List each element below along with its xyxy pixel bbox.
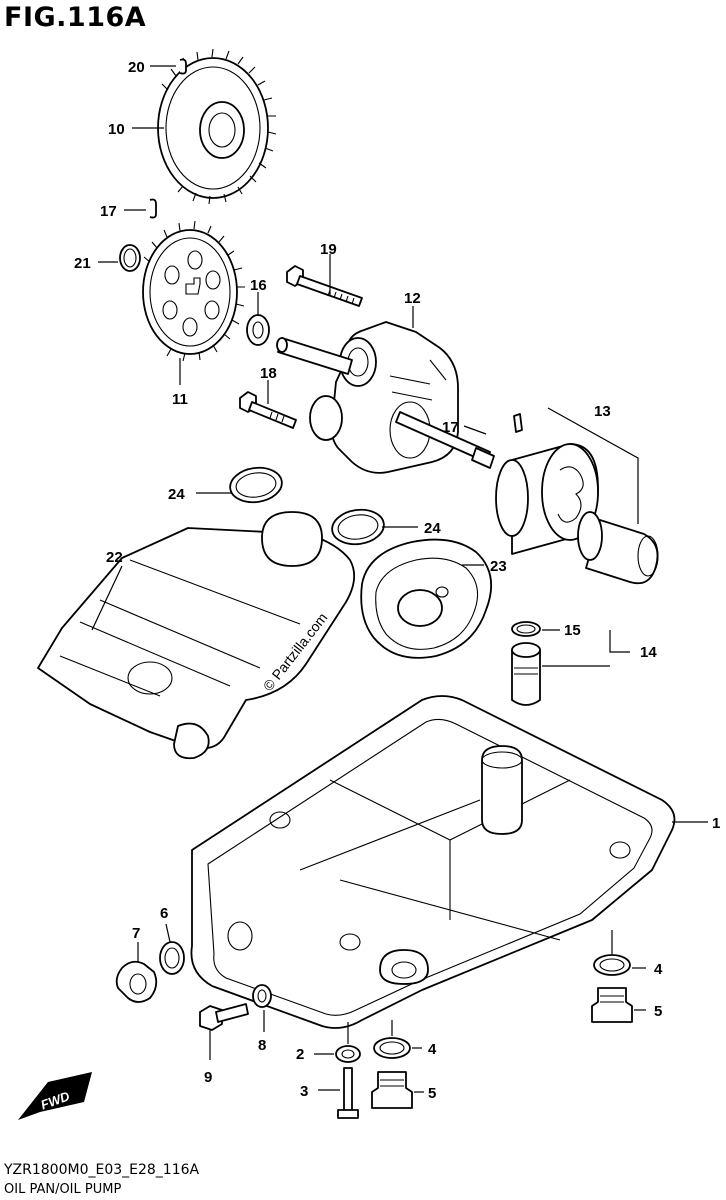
pin-part-20[interactable]: [179, 58, 187, 75]
o-ring-part-24-lower[interactable]: [330, 507, 386, 548]
callout: 4: [654, 961, 663, 978]
shaft-part-17[interactable]: [395, 411, 495, 469]
plug-part-5-right[interactable]: [591, 987, 633, 1023]
rotor-part-13[interactable]: [495, 413, 659, 585]
callout: 11: [172, 391, 188, 408]
gasket-part-4-lower[interactable]: [373, 1037, 411, 1059]
callout: 15: [564, 622, 581, 639]
callout: 19: [320, 241, 337, 258]
gear-part-10[interactable]: [157, 48, 277, 205]
oil-pan-part-1[interactable]: [190, 695, 676, 1029]
callout-numbers: 20 10 17 21 11 19 16 12 18 17 13 24 22 2…: [74, 59, 720, 1102]
callout: 10: [108, 121, 125, 138]
pipe-part-14[interactable]: [511, 642, 541, 706]
callout: 8: [258, 1037, 266, 1054]
callout: 5: [428, 1085, 436, 1102]
plug-part-5-lower[interactable]: [371, 1071, 413, 1109]
callout: 20: [128, 59, 145, 76]
figure-title: FIG.116A: [4, 2, 147, 33]
gear-part-11[interactable]: [142, 220, 245, 362]
bolt-part-3[interactable]: [337, 1067, 359, 1119]
callout: 9: [204, 1069, 212, 1086]
forward-arrow-icon: FWD: [18, 1072, 92, 1120]
washer-part-16[interactable]: [246, 314, 270, 346]
plug-part-7[interactable]: [115, 960, 158, 1003]
callout: 5: [654, 1003, 662, 1020]
washer-part-2[interactable]: [335, 1045, 361, 1063]
baffle-plate-part-22[interactable]: [37, 511, 356, 760]
callout: 21: [74, 255, 91, 272]
callout: 3: [300, 1083, 308, 1100]
callout: 4: [428, 1041, 437, 1058]
bolt-part-19[interactable]: [286, 265, 363, 307]
strainer-part-23[interactable]: [360, 538, 493, 659]
figure-code: YZR1800M0_E03_E28_116A: [4, 1162, 200, 1178]
callout: 22: [106, 549, 123, 566]
callout: 18: [260, 365, 277, 382]
callout: 2: [296, 1046, 304, 1063]
o-ring-part-15[interactable]: [511, 621, 541, 637]
callout: 23: [490, 558, 507, 575]
o-ring-part-24-upper[interactable]: [228, 465, 284, 506]
circlip-part-21[interactable]: [119, 244, 141, 272]
figure-name: OIL PAN/OIL PUMP: [4, 1182, 122, 1197]
washer-part-8[interactable]: [252, 984, 272, 1008]
oil-pump-part-12[interactable]: [276, 321, 459, 474]
gasket-part-4-right[interactable]: [593, 954, 631, 976]
callout: 17: [442, 419, 459, 436]
callout: 13: [594, 403, 611, 420]
bolt-part-9[interactable]: [199, 1003, 249, 1031]
callout: 7: [132, 925, 140, 942]
callout: 14: [640, 644, 657, 661]
pin-part-17-upper[interactable]: [149, 198, 157, 219]
bolt-part-18[interactable]: [239, 391, 297, 429]
leader-lines: [91, 65, 708, 1093]
callout: 24: [424, 520, 441, 537]
callout: 16: [250, 277, 267, 294]
gasket-part-6[interactable]: [159, 941, 185, 975]
callout: 17: [100, 203, 117, 220]
callout: 6: [160, 905, 168, 922]
callout: 24: [168, 486, 185, 503]
callout: 12: [404, 290, 421, 307]
callout: 1: [712, 815, 720, 832]
